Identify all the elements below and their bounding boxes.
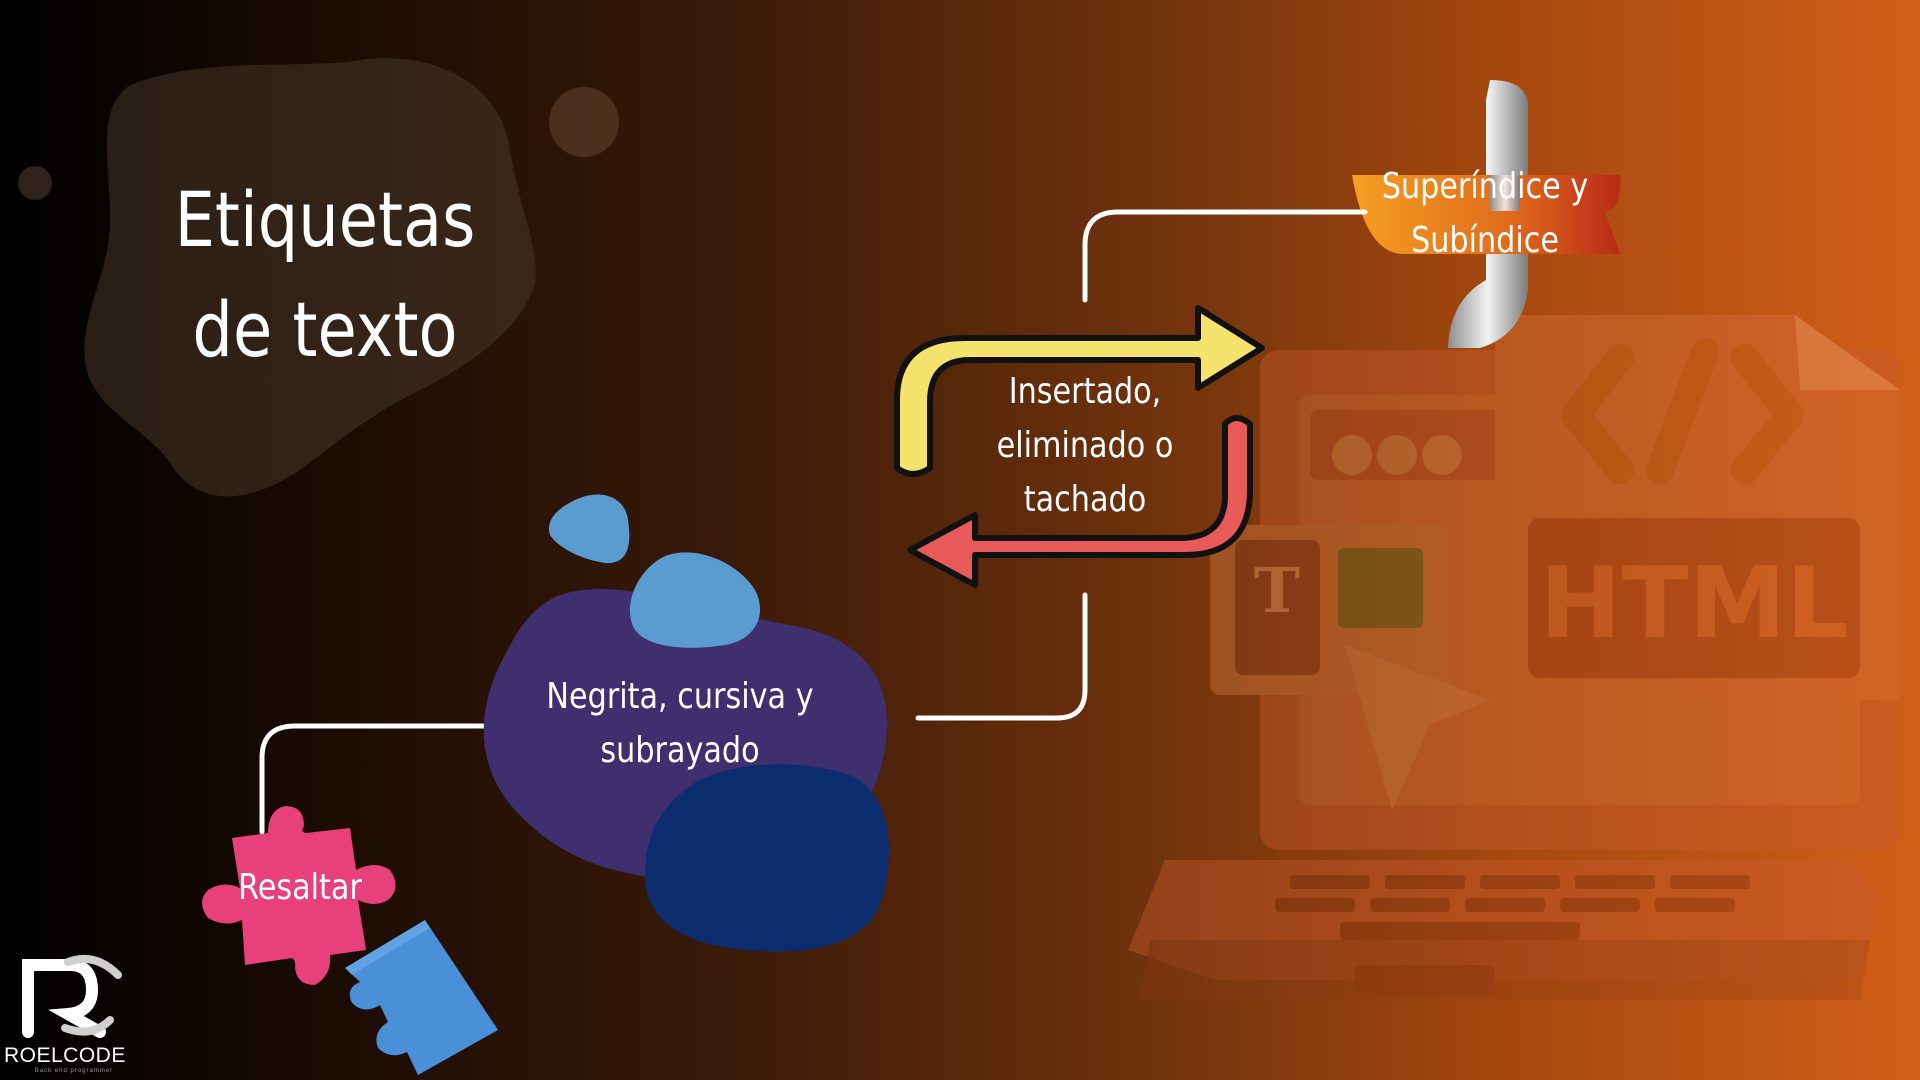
laptop-illustration-icon: T HTML: [1128, 315, 1900, 1000]
plus-3d-icon: [1352, 80, 1621, 348]
connector-lines: [259, 209, 1368, 835]
roelcode-logo-icon: [22, 955, 122, 1038]
arrow-right-yellow-icon: [894, 305, 1265, 477]
arrow-left-red-icon: [907, 415, 1253, 588]
svg-text:HTML: HTML: [1540, 547, 1849, 661]
svg-text:T: T: [1254, 554, 1300, 627]
navy-blob-shape: [645, 764, 889, 952]
light-blue-blob-shape: [629, 552, 761, 648]
label-inserted-deleted: Insertado, eliminado o tachado: [996, 371, 1174, 520]
logo-tagline: Back end programmer: [34, 1068, 114, 1074]
decorative-circle: [549, 87, 619, 157]
label-bold-italic-underline: Negrita, cursiva y subrayado: [546, 676, 814, 771]
slide-title: Etiquetas de texto: [174, 175, 476, 375]
label-superscript-subscript: Superíndice y Subíndice: [1381, 166, 1589, 261]
decorative-dot: [18, 166, 52, 200]
small-blue-blob-shape: [548, 494, 630, 564]
logo-wordmark: ROELCODE: [4, 1044, 126, 1067]
label-highlight: Resaltar: [238, 867, 362, 908]
puzzle-piece-icon: [202, 806, 498, 1075]
title-backdrop-blob: [84, 58, 536, 497]
